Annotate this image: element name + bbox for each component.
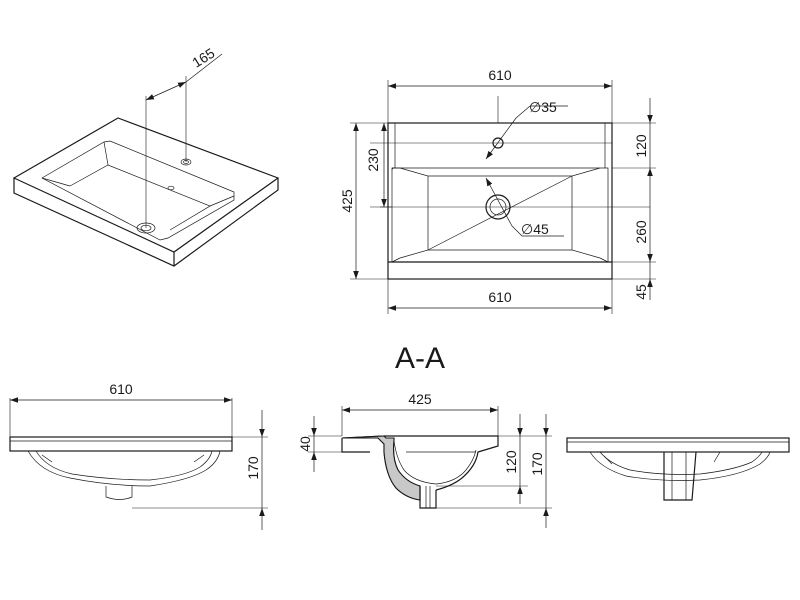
dimension-label-width-bottom: 610 xyxy=(488,289,512,305)
dimension-label-165: 165 xyxy=(189,45,217,71)
overflow-hole xyxy=(167,185,175,191)
dimension-label-section-120: 120 xyxy=(503,450,519,474)
dimension-label-depth-230: 230 xyxy=(365,148,381,172)
dimension-label-depth-260: 260 xyxy=(633,220,649,244)
basin-outline-top xyxy=(387,122,613,280)
dimension-label-section-170: 170 xyxy=(529,452,545,476)
front-view: 610 170 xyxy=(9,381,268,530)
dimension-label-front-width: 610 xyxy=(109,381,133,397)
basin-outline xyxy=(12,117,280,267)
dimension-line-165 xyxy=(145,81,187,101)
dimension-label-width-top: 610 xyxy=(488,67,512,83)
basin-outline-side xyxy=(566,437,790,501)
isometric-view: 165 xyxy=(12,45,280,267)
basin-outline-front xyxy=(9,436,233,500)
dimension-label-depth-120: 120 xyxy=(633,134,649,158)
dimension-label-section-width: 425 xyxy=(408,391,432,407)
side-view xyxy=(566,437,790,501)
section-title: A-A xyxy=(395,342,445,375)
dimension-label-rim-40: 40 xyxy=(297,436,313,452)
dimension-label-front-height: 170 xyxy=(245,456,261,480)
dimension-label-depth-45: 45 xyxy=(633,284,649,300)
top-view: ∅35 ∅45 610 610 425 230 120 260 xyxy=(339,67,656,314)
section-view: 425 40 120 170 xyxy=(297,391,552,528)
tap-hole-diameter: ∅35 xyxy=(529,99,557,115)
drain-hole-diameter: ∅45 xyxy=(521,221,549,237)
dimension-label-depth-total: 425 xyxy=(339,189,355,213)
